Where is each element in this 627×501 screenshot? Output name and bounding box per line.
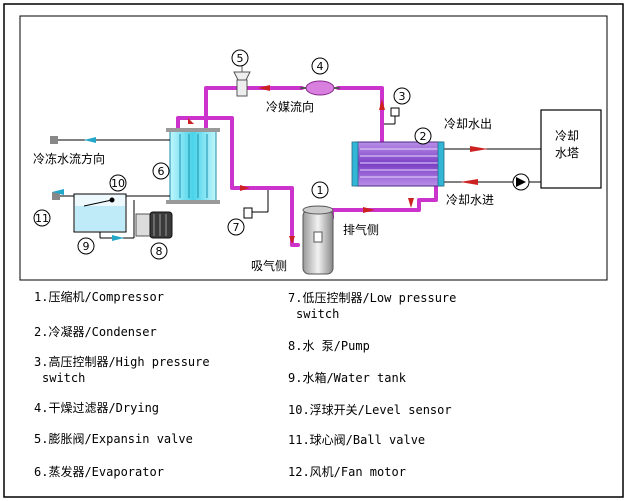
cooling-in-arrow <box>460 179 478 185</box>
low-pressure-switch <box>243 207 253 219</box>
refrigerant-arrow-1 <box>258 85 270 91</box>
refrigerant-arrow-7 <box>408 198 414 208</box>
drying-filter <box>305 80 335 96</box>
pump-motor <box>149 211 173 239</box>
legend-right-3: 9.水箱/Water tank <box>288 370 407 385</box>
condenser-end-right <box>437 141 445 187</box>
component-markers: 1 2 3 4 5 6 7 8 9 10 11 <box>33 49 432 260</box>
legend-left-5: 5.膨胀阀/Expansin valve <box>34 432 193 446</box>
outer-frame <box>3 3 624 498</box>
discharge-side-label: 排气侧 <box>343 222 379 237</box>
legend-left-3: 3.高压控制器/High pressure <box>34 354 210 369</box>
suction-line <box>176 116 300 247</box>
marker-3: 3 <box>393 87 411 105</box>
refrigerant-arrow-6 <box>363 207 375 213</box>
marker-label: 7 <box>233 221 240 234</box>
legend-right-1-cont: switch <box>296 307 339 321</box>
marker-label: 8 <box>156 245 163 258</box>
cooling-tower-label-2: 水塔 <box>555 146 579 160</box>
marker-label: 4 <box>317 60 324 73</box>
cooling-tower-label-1: 冷却 <box>555 129 579 143</box>
liquid-line-left <box>204 86 304 132</box>
legend-right-6: 12.风机/Fan motor <box>288 465 406 479</box>
marker-label: 6 <box>158 165 165 178</box>
chilled-water-arrow <box>84 137 96 143</box>
expansion-valve <box>236 79 248 97</box>
legend-left-6: 6.蒸发器/Evaporator <box>34 464 164 479</box>
chilled-water-flow-label: 冷冻水流方向 <box>33 151 105 166</box>
marker-label: 3 <box>399 90 406 103</box>
ball-valve <box>52 192 60 200</box>
legend-left-3-cont: switch <box>42 371 85 385</box>
condenser-end-left <box>351 141 359 187</box>
marker-7: 7 <box>227 218 245 236</box>
liquid-line-right <box>336 86 384 152</box>
evaporator <box>169 129 217 203</box>
legend-right-4: 10.浮球开关/Level sensor <box>288 403 452 417</box>
high-pressure-switch <box>390 107 400 117</box>
refrigerant-flow-label: 冷媒流向 <box>266 99 314 114</box>
cooling-tower <box>540 109 602 189</box>
marker-label: 10 <box>111 177 125 190</box>
legend-left-4: 4.干燥过滤器/Drying <box>34 401 159 415</box>
cooling-pump-arrow <box>516 177 526 187</box>
legend-left-1: 1.压缩机/Compressor <box>34 289 164 304</box>
marker-9: 9 <box>77 237 95 255</box>
refrigerant-arrow-4 <box>240 185 250 191</box>
float-switch-arm <box>83 199 113 207</box>
marker-10: 10 <box>109 174 127 192</box>
marker-label: 9 <box>83 240 90 253</box>
chilled-water-outlet-valve <box>50 136 58 144</box>
marker-2: 2 <box>414 127 432 145</box>
marker-5: 5 <box>231 49 249 67</box>
marker-label: 5 <box>237 52 244 65</box>
marker-11: 11 <box>33 209 51 227</box>
marker-label: 1 <box>317 184 324 197</box>
marker-label: 2 <box>420 130 427 143</box>
cooling-water-out-label: 冷却水出 <box>444 117 492 131</box>
legend-right-1: 7.低压控制器/Low pressure <box>288 291 456 305</box>
marker-8: 8 <box>150 242 168 260</box>
legend-right-5: 11.球心阀/Ball valve <box>288 433 425 447</box>
cooling-water-in-label: 冷却水进 <box>446 193 494 207</box>
diagram-frame <box>19 15 608 281</box>
refrigerant-arrow-5 <box>289 236 295 244</box>
marker-1: 1 <box>311 181 329 199</box>
legend-right-2: 8.水 泵/Pump <box>288 339 370 353</box>
marker-label: 11 <box>35 212 49 225</box>
marker-6: 6 <box>152 162 170 180</box>
legend-left-2: 2.冷凝器/Condenser <box>34 324 157 339</box>
suction-side-label: 吸气侧 <box>251 258 287 273</box>
legend: 1.压缩机/Compressor 2.冷凝器/Condenser 3.高压控制器/H… <box>34 289 456 479</box>
cooling-out-arrow <box>470 146 488 152</box>
refrigerant-arrow-3 <box>188 118 194 124</box>
refrigerant-arrow-2 <box>379 99 385 110</box>
marker-4: 4 <box>311 57 329 75</box>
